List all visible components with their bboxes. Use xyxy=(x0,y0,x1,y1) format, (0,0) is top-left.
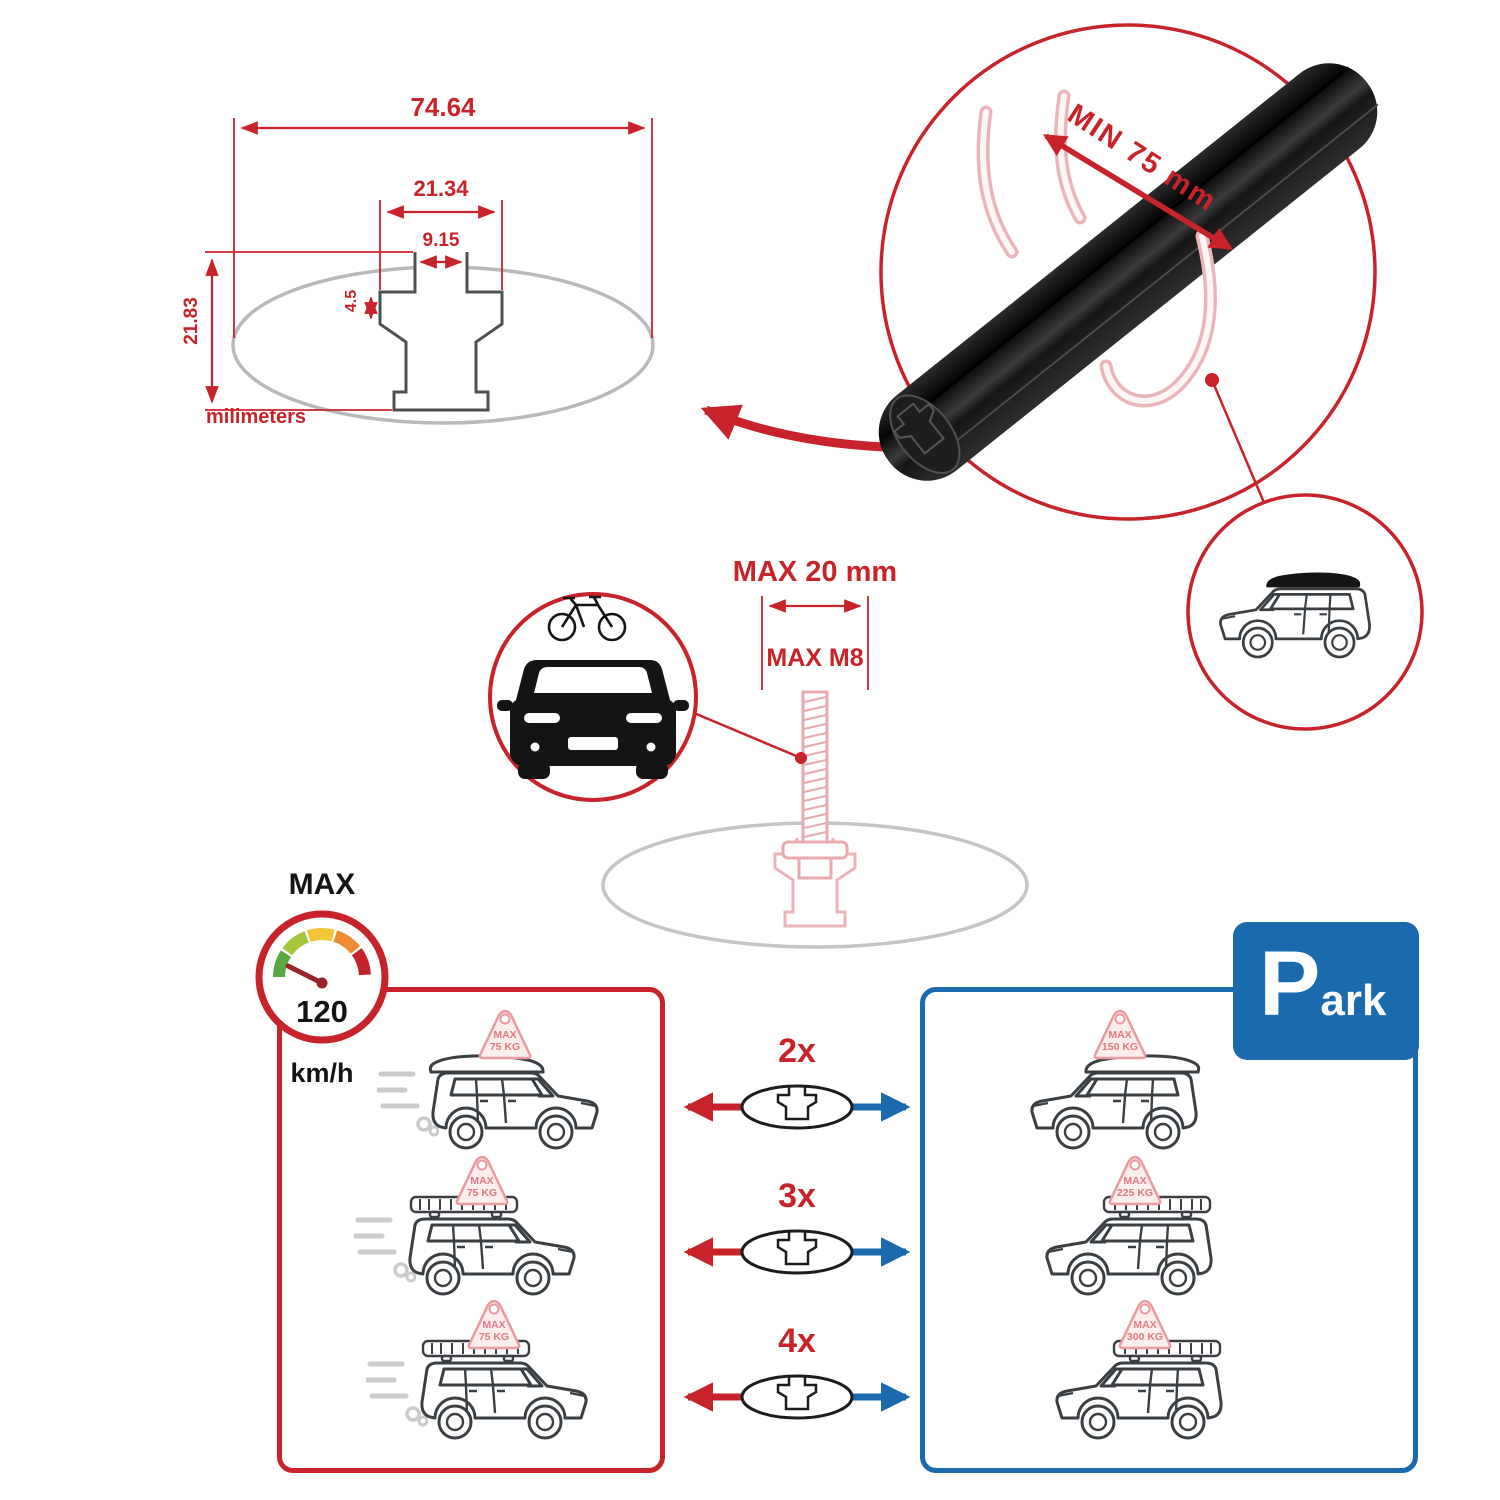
t-slot-profile xyxy=(378,252,504,412)
suv-roofbox-icon xyxy=(1219,572,1371,659)
label-slot-width: 9.15 xyxy=(422,230,460,251)
multiplier-row-2x xyxy=(683,1084,911,1130)
car-icon xyxy=(364,1299,588,1440)
multiplier-row-4x xyxy=(683,1374,911,1420)
driving-car-3: MAX 75 KG xyxy=(364,1298,624,1458)
bicycle-icon xyxy=(547,595,627,642)
pointer-arrow xyxy=(700,404,885,452)
car-icon xyxy=(1030,1009,1201,1150)
label-total-height: 21.83 xyxy=(181,297,202,345)
driving-car-2: MAX 75 KG xyxy=(352,1154,612,1314)
gauge-unit: km/h xyxy=(290,1058,354,1088)
bolt-diagram xyxy=(601,596,1029,949)
gauge-value: 120 xyxy=(296,994,348,1029)
callout-dot xyxy=(795,752,807,764)
carfront-circle xyxy=(488,592,698,802)
label-units: milimeters xyxy=(206,406,307,428)
ghost-ubolt-right xyxy=(1099,229,1217,408)
label-max-thread: MAX M8 xyxy=(766,644,864,672)
dimension-arrows xyxy=(205,121,646,404)
multiplier-label-2x: 2x xyxy=(778,1032,816,1070)
multiplier-label-3x: 3x xyxy=(778,1177,816,1215)
parking-sign-suffix: ark xyxy=(1320,976,1387,1025)
label-max-width: MAX 20 mm xyxy=(732,556,898,588)
speedometer-gauge xyxy=(255,910,389,1044)
parking-panel xyxy=(920,987,1418,1473)
parked-car-2: MAX 225 KG xyxy=(1005,1154,1265,1314)
extension-lines xyxy=(205,118,653,411)
gauge-needle xyxy=(285,963,325,986)
car-icon xyxy=(375,1009,599,1150)
car-icon xyxy=(1055,1299,1223,1440)
multiplier-rows xyxy=(683,1084,911,1420)
crossbar-detail-circle xyxy=(878,23,1379,521)
car-front-icon xyxy=(497,660,689,779)
bar-cross-section-icon xyxy=(776,1377,818,1411)
bolt-shaft xyxy=(801,690,829,844)
multiplier-row-3x xyxy=(683,1229,911,1275)
cross-section-diagram xyxy=(205,118,655,425)
gauge-title: MAX xyxy=(288,868,356,901)
label-slot-depth: 4.5 xyxy=(343,289,360,313)
gauge-arc xyxy=(272,928,371,978)
car-icon xyxy=(352,1155,576,1296)
label-channel-width: 21.34 xyxy=(413,176,469,201)
car-icon xyxy=(1045,1155,1213,1296)
slot-profile-ghost xyxy=(773,838,857,928)
min-span-arrow xyxy=(1043,133,1233,251)
multiplier-label-4x: 4x xyxy=(778,1322,816,1360)
bar-cross-section-icon xyxy=(776,1087,818,1121)
parking-sign-letter: P xyxy=(1259,933,1321,1035)
label-total-width: 74.64 xyxy=(410,92,476,122)
driving-car-1: MAX 75 KG xyxy=(375,1008,635,1168)
parked-car-3: MAX 300 KG xyxy=(1015,1298,1275,1458)
driving-panel xyxy=(277,987,665,1473)
bolt-threads xyxy=(803,696,827,838)
parked-car-1: MAX 150 KG xyxy=(990,1008,1250,1168)
bar-cross-section-icon xyxy=(776,1232,818,1266)
